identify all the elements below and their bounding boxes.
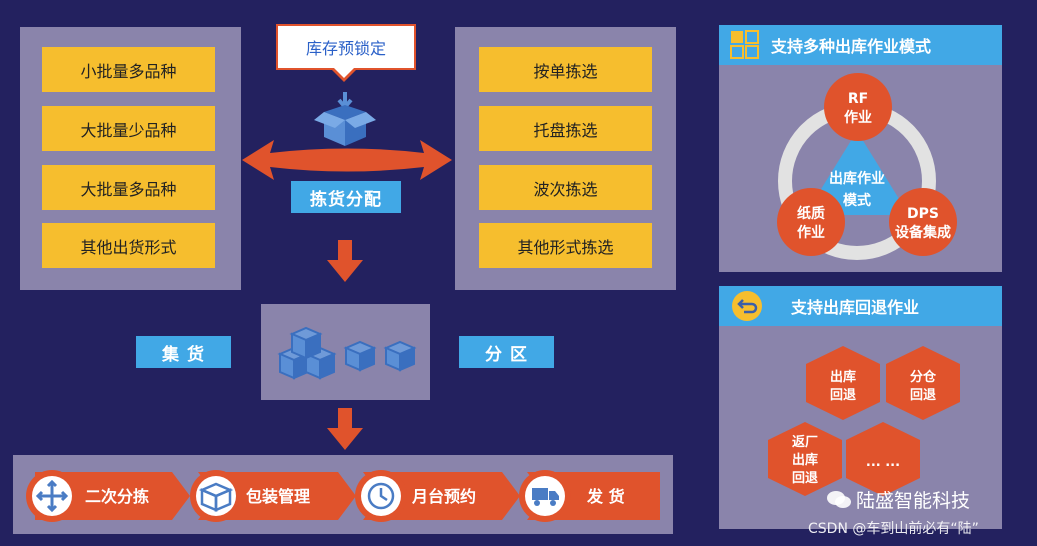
- down-arrow: [327, 408, 363, 450]
- mode-node-dps-line: DPS: [907, 206, 939, 222]
- mode-node-paper-line: 作业: [797, 224, 825, 241]
- picking-item: 托盘拣选: [479, 106, 652, 151]
- picking-item: 按单拣选: [479, 47, 652, 92]
- picking-item: 其他形式拣选: [479, 223, 652, 268]
- clock-icon: [367, 482, 395, 510]
- flow-step-sorting: 二次分拣: [26, 470, 190, 522]
- picking-item: 波次拣选: [479, 165, 652, 210]
- flow-step-label: 发 货: [586, 487, 625, 506]
- left-item: 大批量多品种: [42, 165, 215, 210]
- mode-node-paper-line: 纸质: [797, 205, 825, 222]
- watermark-brand: 陆盛智能科技: [826, 486, 970, 513]
- mode-panel-header: 支持多种出库作业模式: [719, 25, 1002, 65]
- mode-panel-title: 支持多种出库作业模式: [771, 37, 932, 56]
- hex-line: 回退: [830, 388, 856, 403]
- left-item: 大批量少品种: [42, 106, 215, 151]
- flow-steps: 二次分拣 包装管理 月台预约 发 货: [26, 470, 660, 522]
- wechat-icon: [827, 490, 851, 508]
- hex-line: 回退: [792, 471, 818, 486]
- return-arrow-icon: [732, 291, 762, 321]
- grid-icon: [730, 30, 759, 59]
- truck-icon: [532, 488, 559, 506]
- hex-line: 分仓: [910, 369, 937, 385]
- mode-center-line: 模式: [843, 192, 871, 209]
- mode-node-rf-line: 作业: [844, 109, 872, 126]
- flow-step-ship: 发 货: [519, 470, 660, 522]
- package-icon: [198, 482, 234, 512]
- hex-line: 回退: [910, 388, 936, 403]
- mode-node-rf-line: RF: [848, 91, 868, 107]
- flow-step-label: 二次分拣: [85, 487, 149, 506]
- mode-node-dps-line: 设备集成: [895, 224, 951, 241]
- sorting-icon: [35, 479, 69, 513]
- flow-step-dock: 月台预约: [355, 470, 520, 522]
- callout-tail-inner: [333, 67, 355, 78]
- watermark-brand-text: 陆盛智能科技: [856, 490, 971, 512]
- down-arrow: [327, 240, 363, 282]
- return-panel-title: 支持出库回退作业: [791, 298, 920, 317]
- hex-line: 返厂: [792, 435, 818, 450]
- hex-line: 出库: [792, 452, 818, 468]
- mode-center-line: 出库作业: [829, 170, 885, 187]
- watermark-credit: CSDN @车到山前必有“陆”: [808, 521, 979, 537]
- picking-allocation-label: 拣货分配: [291, 181, 401, 213]
- open-box-icon: [314, 92, 376, 146]
- zone-label: 分 区: [459, 336, 554, 368]
- collect-label: 集 货: [136, 336, 231, 368]
- inventory-lock-callout: 库存预锁定: [276, 24, 416, 70]
- hex-line: ... ...: [866, 455, 900, 470]
- mode-diagram: 出库作业 模式 RF 作业 纸质 作业 DPS 设备集成: [777, 73, 957, 260]
- flow-step-label: 月台预约: [411, 487, 476, 506]
- flow-step-label: 包装管理: [246, 487, 310, 506]
- return-hexes: 出库 回退 分仓 回退 返厂 出库 回退 ... ...: [768, 346, 960, 496]
- hex-line: 出库: [830, 369, 856, 385]
- left-item: 其他出货形式: [42, 223, 215, 268]
- boxes-icon: [277, 326, 417, 380]
- flow-step-packing: 包装管理: [190, 470, 356, 522]
- double-arrow: [242, 140, 452, 180]
- return-panel-header: 支持出库回退作业: [719, 286, 1002, 326]
- left-item: 小批量多品种: [42, 47, 215, 92]
